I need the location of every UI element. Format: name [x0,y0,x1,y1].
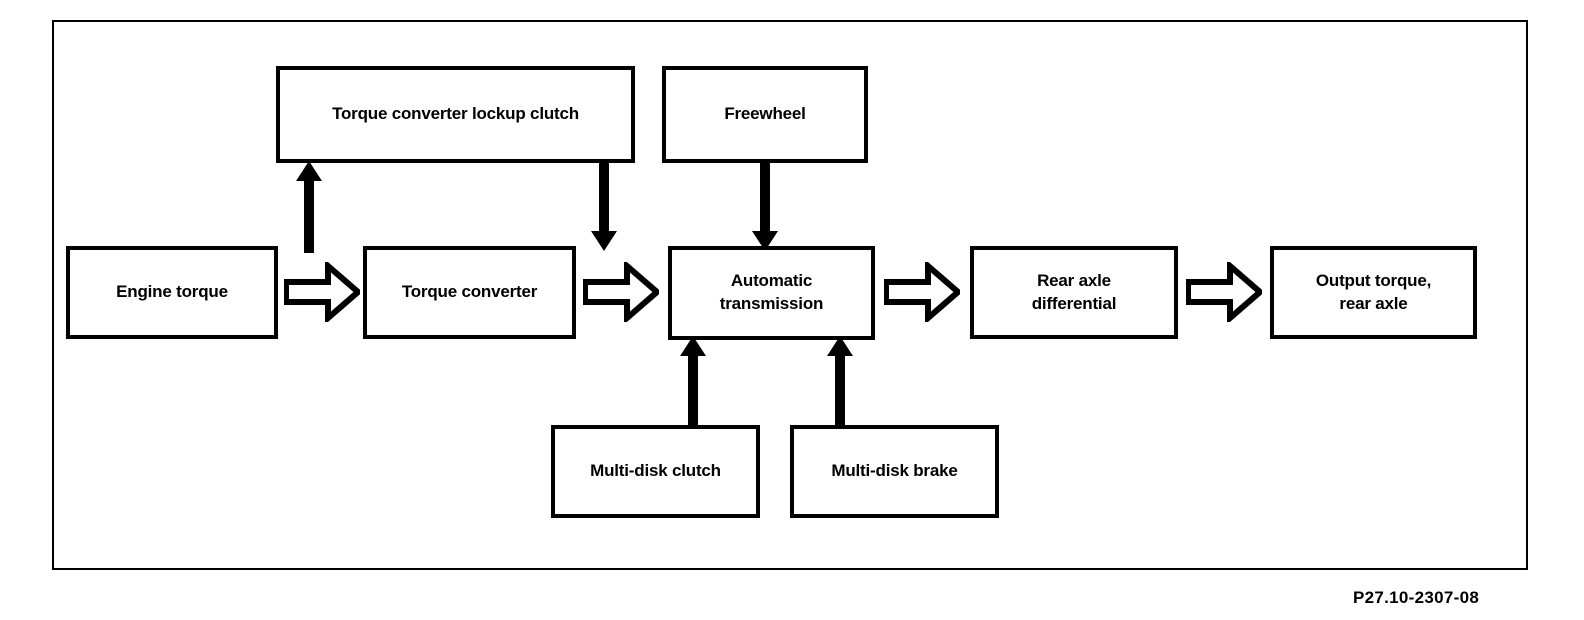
node-engine-torque: Engine torque [66,246,278,339]
hollow-arrow-engine-to-converter [284,262,360,322]
solid-arrow-multi-disk-brake-to-transmission [827,336,853,430]
node-rear-axle-differential: Rear axle differential [970,246,1178,339]
node-freewheel: Freewheel [662,66,868,163]
node-torque-converter: Torque converter [363,246,576,339]
node-multi-disk-brake: Multi-disk brake [790,425,999,518]
node-label: Multi-disk clutch [590,461,721,481]
solid-arrow-lockup-clutch-to-transmission [591,159,617,251]
node-label: Engine torque [116,282,228,302]
solid-arrow-multi-disk-clutch-to-transmission [680,336,706,430]
solid-arrow-converter-to-lockup-clutch [296,161,322,253]
solid-arrow-freewheel-to-transmission [752,159,778,251]
hollow-arrow-differential-to-output [1186,262,1262,322]
diagram-frame [52,20,1528,570]
hollow-arrow-converter-to-transmission [583,262,659,322]
diagram-caption: P27.10-2307-08 [1353,588,1480,607]
node-label: Automatic transmission [719,271,824,313]
node-torque-converter-lockup-clutch: Torque converter lockup clutch [276,66,635,163]
node-automatic-transmission: Automatic transmission [668,246,875,340]
node-multi-disk-clutch: Multi-disk clutch [551,425,760,518]
node-label: Freewheel [724,104,806,124]
node-output-torque-rear-axle: Output torque, rear axle [1270,246,1477,339]
node-label: Torque converter [401,282,538,302]
node-label: Multi-disk brake [831,461,958,481]
hollow-arrow-transmission-to-differential [884,262,960,322]
node-label: Rear axle differential [1031,270,1117,313]
node-label: Output torque, rear axle [1315,270,1432,313]
node-label: Torque converter lockup clutch [332,104,579,124]
